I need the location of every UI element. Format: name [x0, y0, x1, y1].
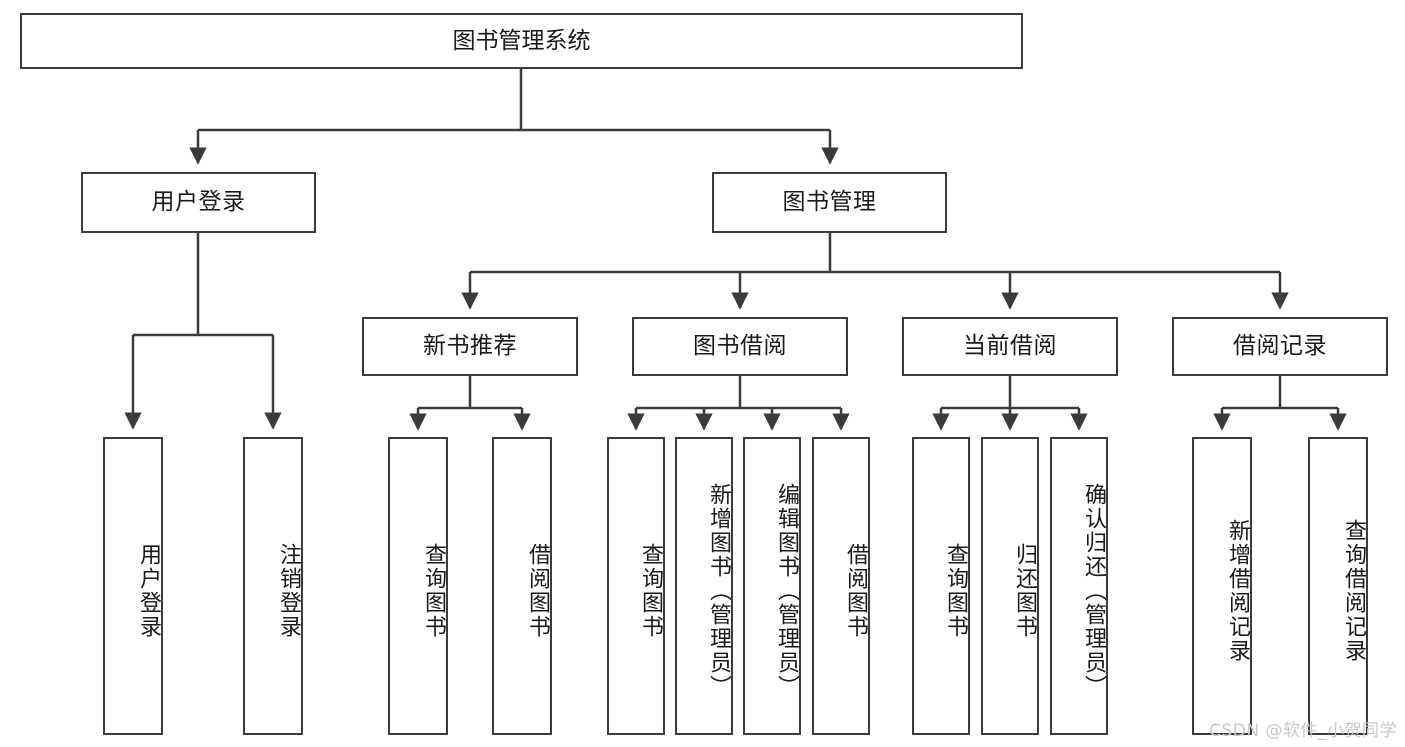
leaf-user-login-logout[interactable]: 注销登录	[243, 437, 303, 735]
node-label: 新书推荐	[423, 333, 517, 360]
node-label: 当前借阅	[963, 333, 1057, 360]
node-current-borrow[interactable]: 当前借阅	[902, 317, 1118, 376]
node-label: 新增图书（管理员）	[706, 483, 731, 699]
node-label: 借阅图书	[843, 543, 868, 639]
leaf-current-return-book[interactable]: 归还图书	[981, 437, 1039, 735]
leaf-borrow-edit-book[interactable]: 编辑图书（管理员）	[743, 437, 801, 735]
node-label: 用户登录	[151, 189, 246, 216]
csdn-watermark: CSDN @软件_小贺同学	[1209, 721, 1397, 741]
node-label: 编辑图书（管理员）	[774, 483, 799, 699]
node-label: 查询图书	[421, 543, 446, 639]
node-label: 确认归还（管理员）	[1081, 483, 1106, 699]
node-book-borrow[interactable]: 图书借阅	[632, 317, 848, 376]
node-label: 新增借阅记录	[1225, 519, 1250, 663]
leaf-record-query-record[interactable]: 查询借阅记录	[1308, 437, 1368, 735]
node-label: 注销登录	[276, 543, 301, 639]
node-label: 查询借阅记录	[1341, 519, 1366, 663]
node-label: 用户登录	[136, 543, 161, 639]
node-label: 借阅图书	[525, 543, 550, 639]
leaf-current-query-book[interactable]: 查询图书	[912, 437, 970, 735]
node-user-login[interactable]: 用户登录	[81, 172, 316, 233]
node-label: 查询图书	[638, 543, 663, 639]
node-label: 借阅记录	[1233, 333, 1327, 360]
leaf-borrow-query-book[interactable]: 查询图书	[607, 437, 665, 735]
node-label: 查询图书	[943, 543, 968, 639]
leaf-borrow-borrow-book[interactable]: 借阅图书	[812, 437, 870, 735]
leaf-record-add-record[interactable]: 新增借阅记录	[1192, 437, 1252, 735]
leaf-current-confirm-return[interactable]: 确认归还（管理员）	[1050, 437, 1108, 735]
node-label: 归还图书	[1012, 543, 1037, 639]
node-root-system[interactable]: 图书管理系统	[20, 13, 1023, 69]
node-label: 图书借阅	[693, 333, 787, 360]
leaf-borrow-add-book[interactable]: 新增图书（管理员）	[675, 437, 733, 735]
node-label: 图书管理系统	[452, 27, 591, 54]
leaf-recommend-query-book[interactable]: 查询图书	[388, 437, 448, 735]
leaf-recommend-borrow-book[interactable]: 借阅图书	[492, 437, 552, 735]
node-new-book-recommend[interactable]: 新书推荐	[362, 317, 578, 376]
node-book-management[interactable]: 图书管理	[712, 172, 947, 233]
leaf-user-login-login[interactable]: 用户登录	[103, 437, 163, 735]
node-label: 图书管理	[782, 189, 877, 216]
node-borrow-record[interactable]: 借阅记录	[1172, 317, 1388, 376]
